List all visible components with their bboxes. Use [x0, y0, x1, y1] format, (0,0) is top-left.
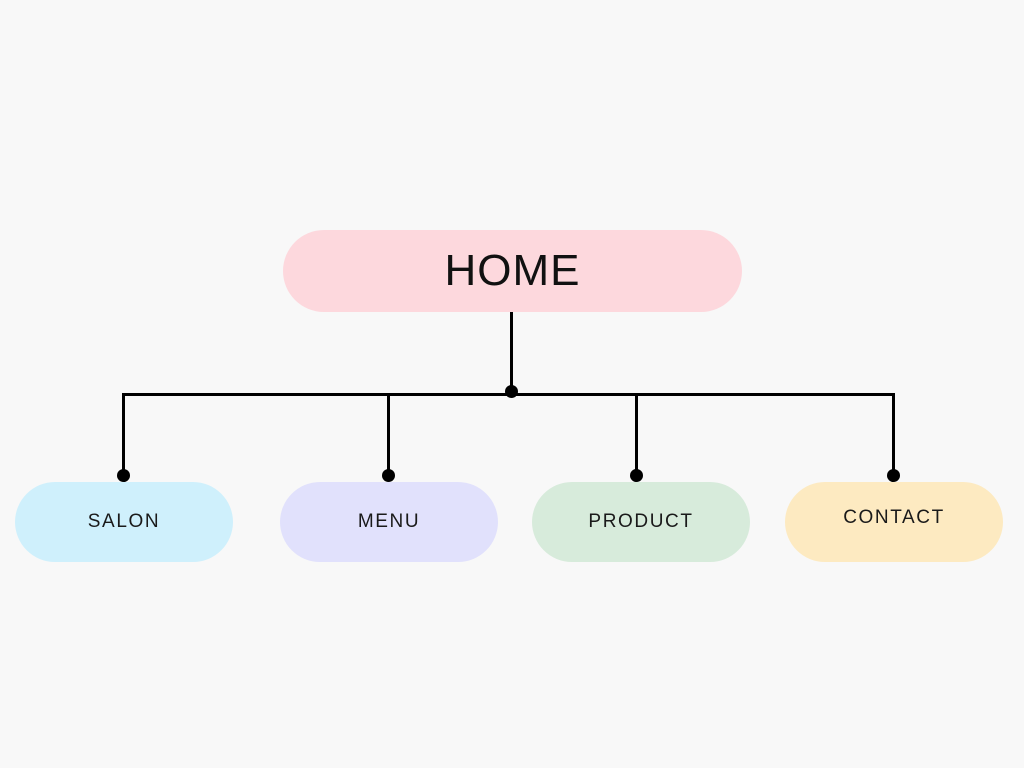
connector-drop-menu: [387, 394, 390, 477]
junction-dot-center: [505, 385, 518, 398]
junction-dot-menu: [382, 469, 395, 482]
junction-dot-salon: [117, 469, 130, 482]
connector-root-stem: [510, 312, 513, 395]
node-salon-label: SALON: [87, 511, 161, 532]
node-home[interactable]: HOME: [283, 230, 742, 312]
connector-drop-salon: [122, 394, 125, 477]
node-product[interactable]: PRODUCT: [532, 482, 750, 562]
node-product-label: PRODUCT: [588, 511, 694, 532]
node-salon[interactable]: SALON: [15, 482, 233, 562]
node-contact-label: CONTACT: [843, 507, 945, 528]
node-menu[interactable]: MENU: [280, 482, 498, 562]
connector-drop-product: [635, 394, 638, 477]
junction-dot-contact: [887, 469, 900, 482]
connector-drop-contact: [892, 394, 895, 477]
node-menu-label: MENU: [357, 511, 421, 532]
junction-dot-product: [630, 469, 643, 482]
node-contact[interactable]: CONTACT: [785, 482, 1003, 562]
node-home-label: HOME: [444, 246, 581, 295]
